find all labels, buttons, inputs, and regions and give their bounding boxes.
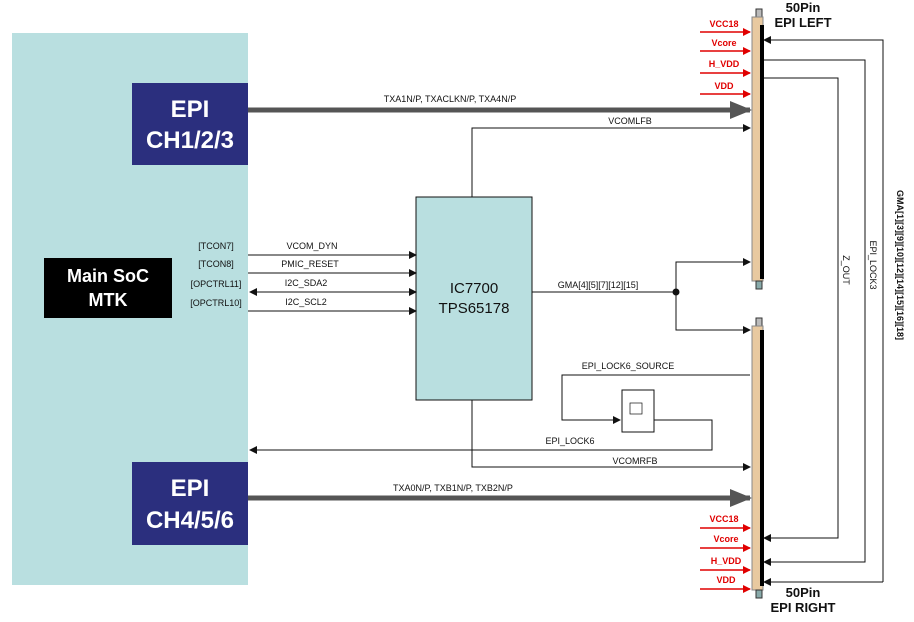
vcomrfb-label: VCOMRFB xyxy=(613,456,658,466)
soc-line2: MTK xyxy=(89,290,128,310)
gma-loop-label: GMA[1][3][9][10][12][14][15][16][18] xyxy=(895,190,905,340)
z-out-label: Z_OUT xyxy=(841,255,851,285)
signal-pin: [OPCTRL10] xyxy=(190,298,242,308)
vcomlfb-net xyxy=(471,124,751,197)
power-label: VDD xyxy=(716,575,736,585)
main-soc-box: Main SoC MTK xyxy=(44,258,172,318)
power-top: VCC18 Vcore H_VDD VDD xyxy=(700,19,751,98)
ic7700-box: IC7700 TPS65178 xyxy=(415,196,533,401)
buffer-chip xyxy=(621,389,655,433)
power-bottom: VCC18 Vcore H_VDD VDD xyxy=(700,514,751,593)
right-name: EPI RIGHT xyxy=(770,600,835,615)
control-signals: [TCON7] VCOM_DYN [TCON8] PMIC_RESET [OPC… xyxy=(190,241,417,315)
lock6-nets: EPI_LOCK6_SOURCE EPI_LOCK6 xyxy=(249,361,750,454)
lock3-label: EPI_LOCK3 xyxy=(868,240,878,289)
vcomrfb-net xyxy=(471,400,751,471)
epi-top-bus-label: TXA1N/P, TXACLKN/P, TXA4N/P xyxy=(384,94,516,104)
signal-name: VCOM_DYN xyxy=(286,241,337,251)
power-label: VCC18 xyxy=(709,514,738,524)
connector-epi-right: 50Pin EPI RIGHT xyxy=(751,317,836,615)
power-label: H_VDD xyxy=(709,59,740,69)
power-label: VCC18 xyxy=(709,19,738,29)
soc-line1: Main SoC xyxy=(67,266,149,286)
right-pins: 50Pin xyxy=(786,585,821,600)
lock6-label: EPI_LOCK6 xyxy=(545,436,594,446)
power-label: VDD xyxy=(714,81,734,91)
left-name: EPI LEFT xyxy=(774,15,831,30)
gma-ic-label: GMA[4][5][7][12][15] xyxy=(558,280,639,290)
left-pins: 50Pin xyxy=(786,0,821,15)
gma-ic-net: GMA[4][5][7][12][15] xyxy=(532,258,751,334)
signal-name: PMIC_RESET xyxy=(281,259,339,269)
epi-ch456-box: EPI CH4/5/6 xyxy=(132,462,248,545)
ic-line2: TPS65178 xyxy=(439,300,510,317)
epi-bottom-line2: CH4/5/6 xyxy=(146,507,234,534)
signal-pin: [TCON8] xyxy=(198,259,234,269)
epi-bottom-bus-label: TXA0N/P, TXB1N/P, TXB2N/P xyxy=(393,483,513,493)
vcomlfb-label: VCOMLFB xyxy=(608,116,652,126)
signal-pin: [TCON7] xyxy=(198,241,234,251)
power-label: Vcore xyxy=(713,534,738,544)
epi-top-line1: EPI xyxy=(171,96,210,123)
power-label: H_VDD xyxy=(711,556,742,566)
loop-nets: Z_OUT EPI_LOCK3 GMA[1][3][9][10][12][14]… xyxy=(763,36,905,586)
signal-name: I2C_SCL2 xyxy=(285,297,327,307)
epi-top-line2: CH1/2/3 xyxy=(146,127,234,154)
connector-epi-left: 50Pin EPI LEFT xyxy=(751,0,832,290)
signal-pin: [OPCTRL11] xyxy=(191,279,242,289)
lock6-source-label: EPI_LOCK6_SOURCE xyxy=(582,361,675,371)
epi-ch123-box: EPI CH1/2/3 xyxy=(132,83,248,165)
power-label: Vcore xyxy=(711,38,736,48)
epi-bottom-line1: EPI xyxy=(171,475,210,502)
signal-name: I2C_SDA2 xyxy=(285,278,328,288)
ic-line1: IC7700 xyxy=(450,280,498,297)
